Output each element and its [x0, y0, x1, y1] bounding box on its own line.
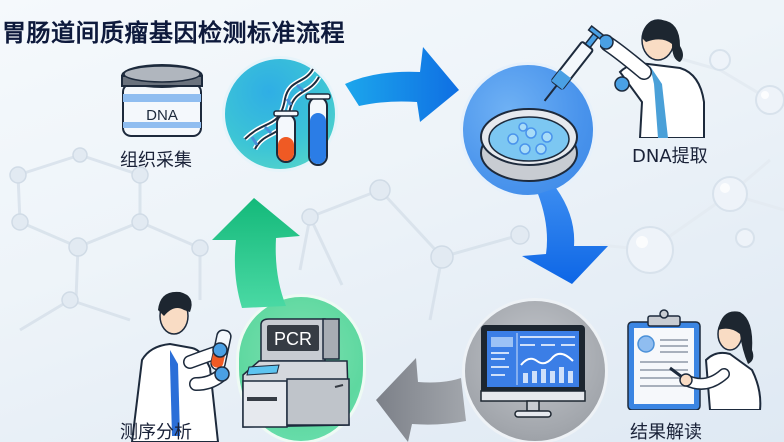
step-label-tissue-collection: 组织采集 [120, 150, 192, 171]
step-label-dna-extraction: DNA提取 [632, 146, 708, 167]
svg-text:DNA: DNA [146, 107, 178, 124]
pcr-machine-icon: PCR [242, 318, 350, 428]
svg-text:PCR: PCR [274, 329, 312, 349]
arrow-down-icon [522, 188, 608, 284]
page-title: 胃肠道间质瘤基因检测标准流程 [2, 19, 345, 47]
dna-helix-tubes-icon [243, 67, 331, 166]
petri-dish-icon [480, 108, 578, 182]
arrow-left-icon [376, 358, 466, 442]
dna-extraction-circle [460, 62, 596, 198]
clipboard-scientist-icon [627, 309, 762, 410]
result-interpretation-circle [462, 298, 608, 442]
step-label-sequencing-analysis: 测序分析 [120, 422, 192, 442]
monitor-chart-icon [480, 325, 586, 418]
arrow-right-icon [345, 47, 459, 122]
dna-jar-icon: DNA [121, 64, 203, 137]
syringe-icon [543, 24, 607, 102]
sequencing-analysis-circle: PCR [236, 294, 366, 442]
step-label-result-interpretation: 结果解读 [630, 422, 702, 442]
male-scientist-icon [130, 291, 232, 442]
tissue-collection-circle [222, 56, 338, 172]
arrow-up-icon [212, 198, 300, 308]
female-scientist-icon [600, 19, 705, 138]
